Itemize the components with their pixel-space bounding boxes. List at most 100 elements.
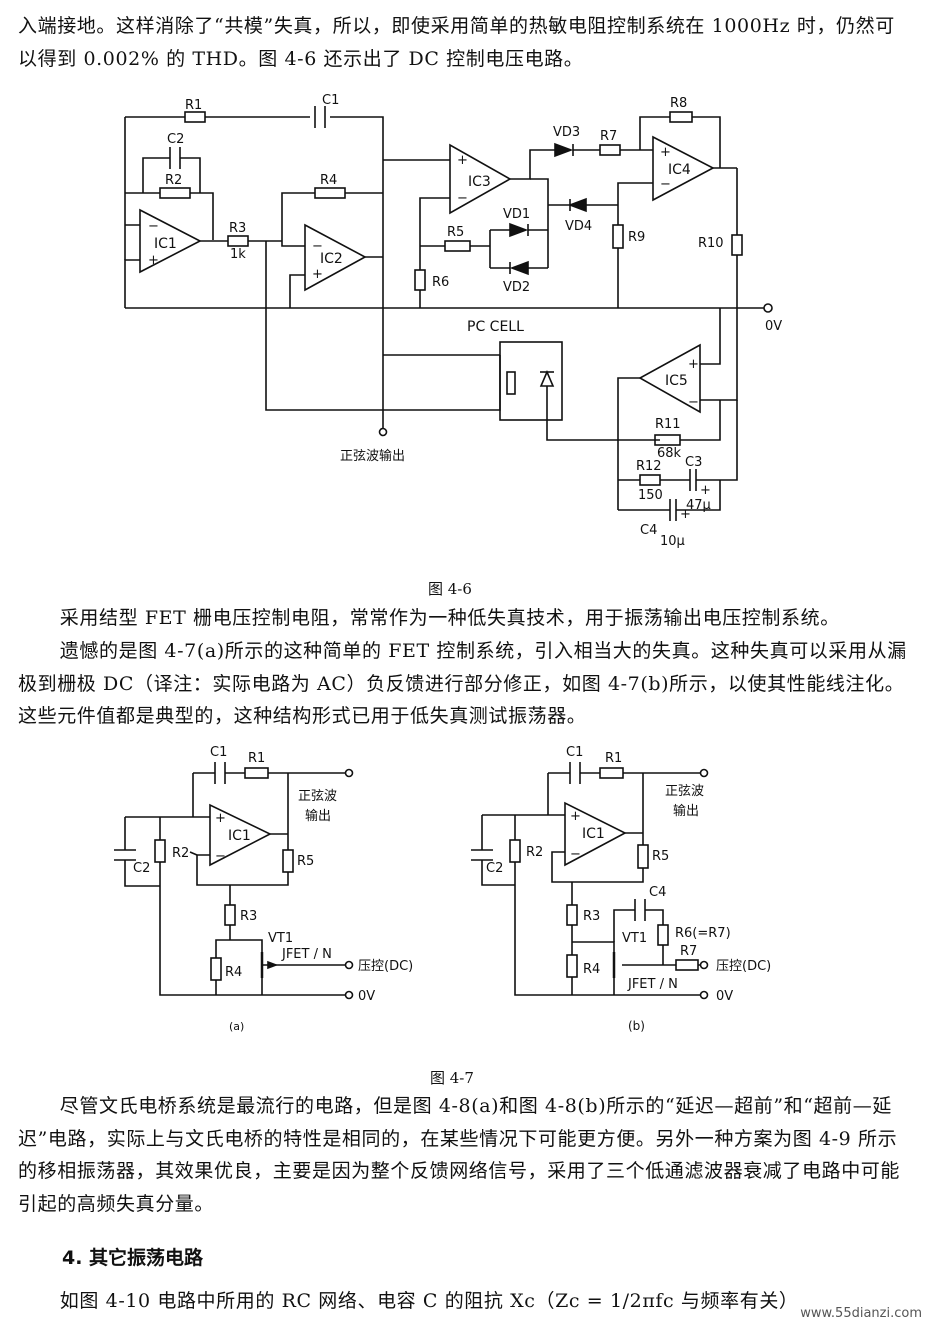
b-label-ic1: IC1	[582, 826, 605, 842]
b-resistor-r6	[657, 924, 669, 946]
b-label-r6: R6(=R7)	[675, 926, 731, 941]
subcaption-a: (a)	[229, 1020, 244, 1033]
figure-4-7-schematic: C1 R1 正弦波 输出 IC1 +− R2 C2 R5 R3 VT1 JFET…	[114, 745, 771, 1033]
paragraph-wien: 尽管文氏电桥系统是最流行的电路，但是图 4-8(a)和图 4-8(b)所示的“延…	[18, 1095, 901, 1215]
label-c4-value: 10μ	[660, 534, 685, 549]
label-c3: C3	[685, 455, 702, 470]
b-label-vt1: VT1	[622, 931, 647, 946]
b-resistor-r1	[599, 767, 624, 779]
svg-text:+: +	[570, 809, 581, 824]
svg-text:+: +	[688, 357, 699, 372]
opamp-ic4	[652, 135, 715, 202]
a-opamp-ic1	[209, 803, 272, 867]
svg-text:−: −	[457, 191, 468, 206]
a-label-vt1: VT1	[268, 931, 293, 946]
label-r6: R6	[432, 275, 449, 290]
resistor-r10	[731, 234, 743, 256]
label-c1: C1	[322, 93, 339, 108]
b-label-r1: R1	[605, 751, 622, 766]
label-r8: R8	[670, 96, 687, 111]
a-label-ctrl: 压控(DC)	[358, 959, 413, 974]
a-resistor-r3	[224, 904, 236, 926]
label-r9: R9	[628, 230, 645, 245]
caption-fig-4-6: 图 4-6	[428, 580, 472, 598]
a-label-r3: R3	[240, 909, 257, 924]
svg-text:−: −	[570, 847, 581, 862]
label-vd3: VD3	[553, 125, 580, 140]
section-heading: 4. 其它振荡电路	[62, 1247, 204, 1269]
label-r11-value: 68k	[657, 446, 682, 461]
resistor-r11	[654, 434, 681, 446]
b-label-jfet: JFET / N	[627, 977, 678, 992]
label-vd1: VD1	[503, 207, 530, 222]
opamp-ic5	[638, 343, 701, 414]
caption-fig-4-7: 图 4-7	[430, 1069, 474, 1087]
a-resistor-r1	[244, 767, 269, 779]
paragraph-intro: 入端接地。这样消除了“共模”失真，所以，即使采用简单的热敏电阻控制系统在 100…	[18, 15, 895, 70]
svg-text:−: −	[312, 239, 323, 254]
opamp-ic2	[304, 223, 367, 292]
a-label-r5: R5	[297, 854, 314, 869]
b-label-c4: C4	[649, 885, 666, 900]
b-label-out1: 正弦波	[665, 783, 704, 799]
svg-text:+: +	[457, 153, 468, 168]
b-label-r3: R3	[583, 909, 600, 924]
svg-text:−: −	[215, 849, 226, 864]
svg-text:+: +	[312, 267, 323, 282]
a-label-r1: R1	[248, 751, 265, 766]
b-label-0v: 0V	[716, 989, 733, 1004]
b-label-r7: R7	[680, 944, 697, 959]
label-c4: C4	[640, 523, 657, 538]
svg-text:+: +	[215, 811, 226, 826]
a-label-0v: 0V	[358, 989, 375, 1004]
a-label-out2: 输出	[305, 808, 331, 824]
a-label-r2: R2	[172, 846, 189, 861]
label-ic3: IC3	[468, 174, 491, 190]
opamp-ic3	[449, 143, 512, 215]
b-label-r5: R5	[652, 849, 669, 864]
resistor-r6	[414, 269, 426, 291]
label-r3: R3	[229, 221, 246, 236]
svg-text:+: +	[680, 507, 691, 522]
resistor-r9	[612, 224, 624, 249]
svg-text:−: −	[688, 395, 699, 410]
figure-4-6-schematic: R1 C1 C2 R2 IC1 +− R3 1k R4 IC2 −+ IC3 +…	[124, 93, 782, 549]
label-r1: R1	[185, 98, 202, 113]
watermark: www.55dianzi.com	[800, 1306, 922, 1321]
label-r10: R10	[698, 236, 724, 251]
a-label-ic1: IC1	[228, 828, 251, 844]
label-ic4: IC4	[668, 162, 691, 178]
label-ic5: IC5	[665, 373, 688, 389]
b-opamp-ic1	[564, 801, 627, 867]
label-r3-value: 1k	[230, 247, 246, 262]
label-ic2: IC2	[320, 251, 343, 267]
b-resistor-r2	[509, 839, 521, 863]
label-c3-value: 47μ	[686, 498, 711, 513]
output-terminal	[378, 427, 388, 437]
label-pc-cell: PC CELL	[467, 319, 524, 335]
resistor-r1	[184, 111, 206, 123]
b-label-c1: C1	[566, 745, 583, 760]
a-label-r4: R4	[225, 965, 242, 980]
paragraph-distortion: 遗憾的是图 4-7(a)所示的这种简单的 FET 控制系统，引入相当大的失真。这…	[18, 640, 907, 727]
pc-cell	[499, 341, 563, 421]
resistor-r5	[444, 240, 471, 252]
a-resistor-r4	[210, 957, 222, 981]
label-c2: C2	[167, 132, 184, 147]
b-label-r4: R4	[583, 962, 600, 977]
a-resistor-r5	[282, 849, 294, 873]
a-label-jfet: JFET / N	[281, 947, 332, 962]
subcaption-b: (b)	[628, 1019, 645, 1033]
label-vd4: VD4	[565, 219, 592, 234]
svg-text:−: −	[660, 177, 671, 192]
label-r7: R7	[600, 129, 617, 144]
label-ic1: IC1	[154, 236, 177, 252]
b-resistor-r7	[675, 959, 699, 971]
label-vd2: VD2	[503, 280, 530, 295]
svg-text:−: −	[148, 219, 159, 234]
b-resistor-r5	[637, 844, 649, 869]
paragraph-fet: 采用结型 FET 栅电压控制电阻，常常作为一种低失真技术，用于振荡输出电压控制系…	[59, 607, 840, 629]
label-r4: R4	[320, 173, 337, 188]
b-label-out2: 输出	[673, 803, 699, 819]
a-label-c1: C1	[210, 745, 227, 760]
